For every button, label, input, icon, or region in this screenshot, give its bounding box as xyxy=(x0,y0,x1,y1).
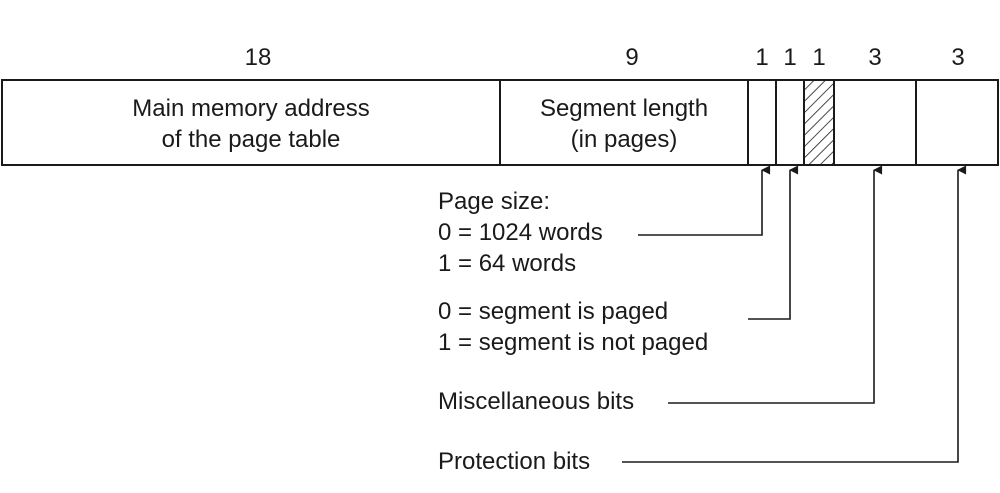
annotation-page-size-title: Page size: xyxy=(438,188,551,215)
annotation-paged-1: 1 = segment is not paged xyxy=(438,329,709,356)
bit-width-misc: 3 xyxy=(868,44,882,71)
leader-page-size xyxy=(638,165,771,236)
unused-bit-hatch xyxy=(805,81,833,164)
annotation-paged-0: 0 = segment is paged xyxy=(438,298,669,325)
leader-protection xyxy=(622,165,967,463)
field-page-table-address-line1: Main memory address xyxy=(132,95,370,122)
bit-width-length: 9 xyxy=(625,44,639,71)
field-segment-length: Segment length (in pages) xyxy=(500,93,748,155)
annotation-protection-bits: Protection bits xyxy=(438,448,591,475)
field-segment-length-line2: (in pages) xyxy=(570,126,678,153)
leader-paged xyxy=(748,165,799,320)
bit-width-unused: 1 xyxy=(812,44,826,71)
field-page-table-address: Main memory address of the page table xyxy=(2,93,500,155)
annotation-misc-bits: Miscellaneous bits xyxy=(438,388,635,415)
bit-width-protection: 3 xyxy=(951,44,965,71)
field-page-table-address-line2: of the page table xyxy=(161,126,341,153)
field-segment-length-line1: Segment length xyxy=(539,95,709,122)
bit-width-paged: 1 xyxy=(783,44,797,71)
leader-misc xyxy=(668,165,883,404)
bit-width-address: 18 xyxy=(244,44,272,71)
annotation-page-size-1: 1 = 64 words xyxy=(438,250,577,277)
annotation-page-size-0: 0 = 1024 words xyxy=(438,219,603,246)
bit-width-pagesize: 1 xyxy=(755,44,769,71)
